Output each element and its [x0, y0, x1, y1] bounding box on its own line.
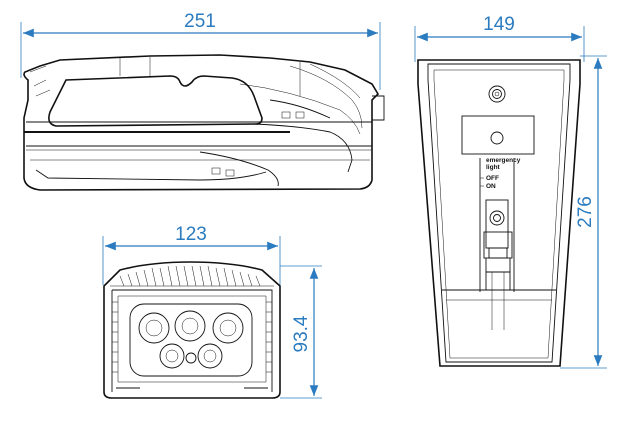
lens-icon: [197, 343, 223, 369]
lens-icon: [212, 312, 244, 344]
switch-off-label: OFF: [486, 175, 499, 182]
switch-title-line2: light: [486, 164, 501, 171]
top-knob: [488, 85, 506, 103]
end-view: 123 93.4: [102, 224, 322, 399]
end-height-label: 93.4: [291, 315, 312, 352]
switch-on-label: ON: [486, 183, 496, 190]
side-length-label: 251: [184, 11, 216, 32]
lens-icon: [174, 310, 206, 342]
end-width-label: 123: [175, 224, 207, 245]
lens-icon: [138, 312, 170, 344]
front-width-label: 149: [483, 14, 515, 35]
front-body-outline: [417, 59, 581, 367]
switch-title-line1: emergency: [486, 157, 521, 164]
lens-icon: [159, 343, 185, 369]
center-sensor-icon: [185, 352, 197, 364]
side-view: 251: [20, 11, 385, 191]
switch-knob-icon: [489, 210, 505, 226]
handle-opening: [48, 75, 263, 127]
front-window: [461, 115, 535, 155]
front-height-label: 276: [575, 196, 596, 228]
front-view: 149 276 emergency light OFF: [414, 14, 607, 369]
